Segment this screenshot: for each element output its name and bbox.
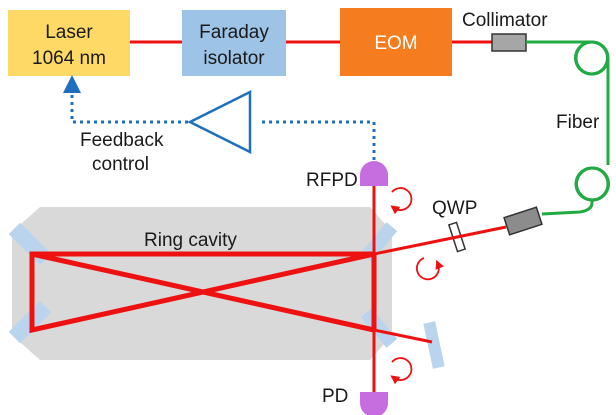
rfpd-detector <box>360 161 388 186</box>
collimator-label: Collimator <box>462 10 548 31</box>
collimator-bottom <box>503 206 543 236</box>
beam-to-external-mirror <box>373 328 433 344</box>
pd-detector <box>360 392 388 415</box>
external-mirror <box>423 321 445 369</box>
ring-cavity-body <box>12 207 392 360</box>
feedback-label-line2: control <box>92 154 149 175</box>
triangle-amplifier-icon <box>187 89 252 155</box>
eom-box <box>340 8 452 76</box>
fiber-loop-top <box>574 40 610 76</box>
faraday-label-line2: isolator <box>203 48 265 69</box>
feedback-path-laser <box>63 75 188 124</box>
feedback-path-rfpd <box>262 120 376 160</box>
ring-cavity-label: Ring cavity <box>144 230 237 251</box>
faraday-label-line1: Faraday <box>199 22 269 43</box>
cavity-mirror-bottom-right <box>360 308 398 348</box>
circular-polarization-arrow-icon <box>415 257 444 281</box>
rfpd-label: RFPD <box>306 170 358 191</box>
laser-label-line1: Laser <box>45 22 93 43</box>
laser-box <box>8 10 130 76</box>
faraday-isolator-box <box>182 10 286 76</box>
circular-polarization-arrow-icon <box>390 187 413 215</box>
fiber-loop-bottom <box>574 166 610 202</box>
fiber-label: Fiber <box>556 112 600 133</box>
beam-input <box>373 225 507 256</box>
circular-polarization-arrow-icon <box>390 357 413 385</box>
eom-label: EOM <box>374 33 417 54</box>
laser-label-line2: 1064 nm <box>32 48 106 69</box>
collimator-top <box>491 33 527 52</box>
qwp-label: QWP <box>432 198 477 219</box>
feedback-label-line1: Feedback <box>80 130 164 151</box>
pd-label: PD <box>322 386 348 407</box>
cavity-return-beam <box>31 251 375 333</box>
